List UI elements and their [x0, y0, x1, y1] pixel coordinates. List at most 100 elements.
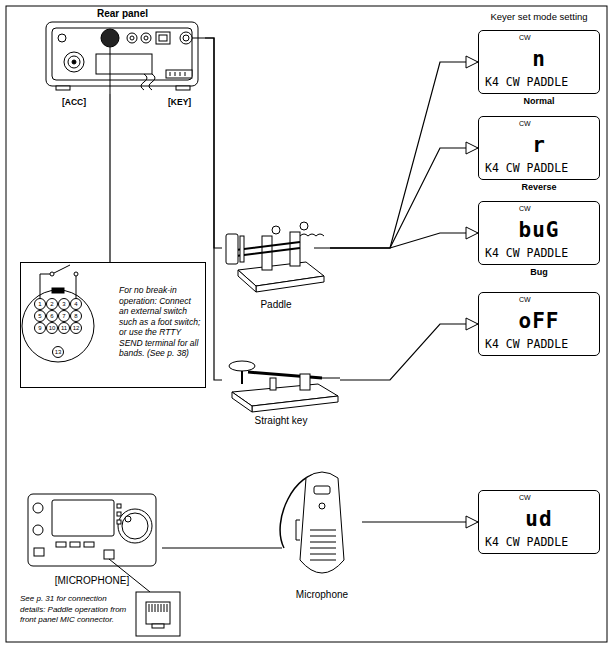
rear-panel-drawing-part: [166, 70, 192, 78]
mode-value: ud: [525, 507, 552, 531]
rear-panel-drawing-part: [183, 35, 189, 41]
pin-number: 13: [52, 347, 64, 357]
rear-panel-drawing-part: [170, 72, 185, 76]
menu-text: K4 CW PADDLE: [485, 161, 568, 175]
rear-panel-drawing-part: [46, 22, 198, 86]
lcd-frame: CWnK4 CW PADDLE: [478, 30, 600, 94]
reference-note: See p. 31 for connection details: Paddle…: [20, 594, 134, 626]
pin-circle: [47, 311, 58, 322]
rear-panel-drawing-part: [110, 47, 111, 94]
transceiver-drawing-part: [33, 525, 43, 535]
node-label: Microphone: [296, 589, 348, 602]
node-label: Paddle: [260, 299, 291, 312]
transceiver-drawing-part: [28, 494, 156, 566]
pin-number: 7: [58, 311, 70, 321]
transceiver-drawing-part: [84, 542, 94, 547]
transceiver-drawing-part: [117, 504, 121, 508]
microphone-grill: [310, 530, 336, 560]
mode-value: n: [532, 47, 546, 71]
paddle-drawing-part: [238, 270, 256, 292]
pin-circle: [53, 347, 64, 358]
lcd-display: CWudK4 CW PADDLE: [478, 490, 600, 554]
transceiver-drawing-part: [117, 520, 121, 524]
straight-key-drawing-part: [300, 374, 310, 390]
setting-arrow: [330, 62, 478, 248]
setting-arrow: [330, 233, 478, 248]
lcd-frame: CWoFFK4 CW PADDLE: [478, 292, 600, 356]
rear-panel-drawing-part: [101, 29, 119, 47]
paddle-drawing-part: [236, 242, 300, 256]
grill-line: [310, 554, 336, 555]
transceiver-drawing-part: [136, 592, 180, 636]
transceiver-front: [MICROPHONE]: [22, 490, 162, 588]
transceiver-drawing-part: [125, 516, 131, 522]
transceiver-drawing-part: [33, 503, 43, 513]
lcd-display: CWbuGK4 CW PADDLEBug: [478, 201, 600, 278]
setting-arrow: [340, 324, 478, 380]
pin-number: 11: [58, 323, 70, 333]
pin-number: 3: [58, 299, 70, 309]
pin-number: 4: [70, 299, 82, 309]
paddle-drawing-part: [300, 222, 308, 230]
paddle-drawing-part: [300, 234, 324, 236]
paddle-drawing: [226, 222, 330, 292]
paddle-drawing-part: [256, 276, 324, 292]
pin-number: 9: [34, 323, 46, 333]
note-text: For no break-in operation: Connect an ex…: [119, 263, 201, 359]
mode-indicator: CW: [519, 205, 531, 213]
transceiver-drawing-part: [118, 509, 152, 543]
pin-circles: [35, 299, 82, 358]
grill-line: [310, 536, 336, 537]
menu-text: K4 CW PADDLE: [485, 246, 568, 260]
lcd-display: CWoFFK4 CW PADDLE: [478, 292, 600, 356]
paddle-drawing-part: [240, 236, 244, 262]
rear-panel-drawing-part: [141, 33, 151, 43]
rear-panel: Rear panel: [40, 8, 205, 94]
microphone: Microphone: [282, 462, 362, 602]
rear-panel-drawing-part: [149, 74, 155, 90]
grill-line: [310, 530, 336, 531]
rear-panel-drawing-part: [127, 33, 137, 43]
pin-number: 5: [34, 311, 46, 321]
jack-name: [ACC]: [62, 97, 96, 108]
mode-caption: Reverse: [478, 182, 600, 193]
pin-number: 8: [70, 311, 82, 321]
note-box-drawing-part: [54, 265, 70, 273]
straight-key-drawing-part: [252, 396, 338, 412]
pin-circle: [47, 299, 58, 310]
rear-panel-drawing-part: [68, 56, 80, 68]
transceiver-drawing-part: [117, 512, 121, 516]
mode-value: buG: [519, 218, 560, 242]
transceiver-drawing-part: [56, 542, 66, 547]
pin-circle: [71, 311, 82, 322]
setting-arrow: [362, 521, 478, 522]
mode-caption: Normal: [478, 96, 600, 107]
grill-line: [310, 542, 336, 543]
transceiver-drawing-part: [104, 550, 114, 559]
transceiver-drawing-part: [122, 513, 148, 539]
rear-panel-drawing-part: [52, 28, 192, 80]
pin-circle: [59, 323, 70, 334]
pin-circle: [35, 323, 46, 334]
lcd-frame: CW buG K4 CW PADDLE: [478, 201, 600, 265]
menu-text: K4 CW PADDLE: [485, 535, 568, 549]
transceiver-drawing-part: [149, 604, 167, 612]
rear-panel-drawing-part: [58, 34, 66, 42]
transceiver-drawing-part: [152, 624, 164, 628]
rear-panel-drawing-part: [64, 52, 84, 72]
microphone-drawing-part: [296, 520, 300, 540]
note-box-drawing-part: [50, 272, 54, 276]
grill-line: [310, 548, 336, 549]
microphone-drawing-part: [319, 503, 325, 509]
node-label: Rear panel: [97, 8, 148, 20]
microphone-drawing-part: [314, 486, 330, 494]
paddle-key: Paddle: [222, 208, 330, 312]
straight-key-drawing-part: [322, 378, 340, 379]
pin-circle: [47, 323, 58, 334]
transceiver-drawing-part: [70, 542, 80, 547]
paddle-drawing-part: [226, 234, 238, 264]
straight-key-drawing-part: [241, 370, 243, 384]
transceiver-drawing-part: [52, 500, 114, 536]
pin-circle: [35, 311, 46, 322]
cable-line: [162, 547, 282, 548]
